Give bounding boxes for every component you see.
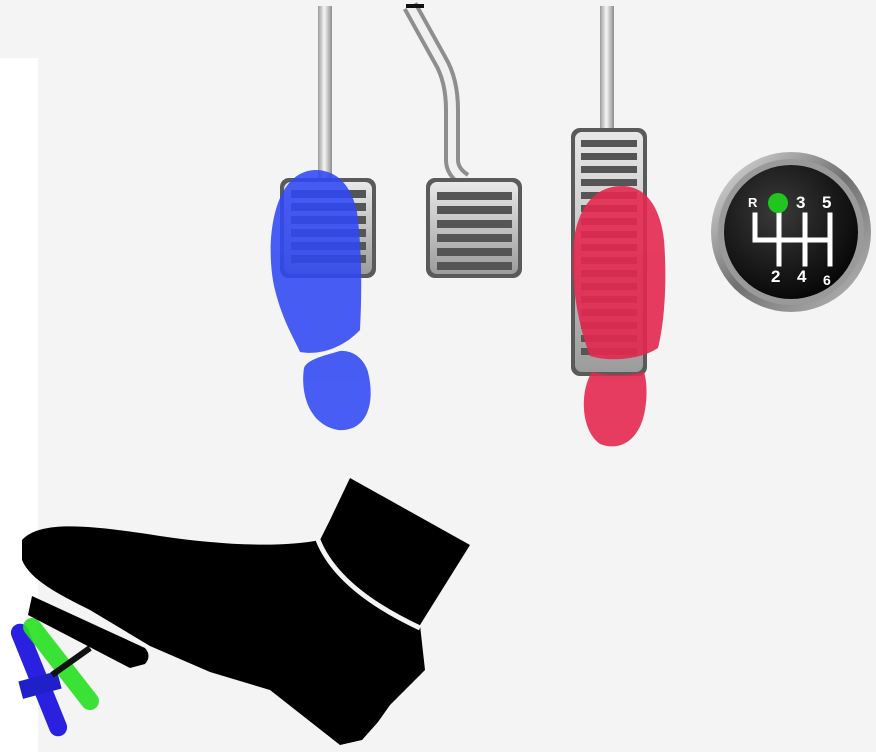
gear-label-2: 2 <box>771 267 780 286</box>
gear-label-6: 6 <box>823 272 831 288</box>
gear-label-reverse: R <box>748 195 758 210</box>
gear-selected-indicator <box>768 193 788 213</box>
gear-label-4: 4 <box>797 267 807 286</box>
gear-label-3: 3 <box>796 193 805 212</box>
gear-knob-icon: R 3 5 2 4 6 <box>711 152 871 312</box>
gear-label-5: 5 <box>822 193 831 212</box>
